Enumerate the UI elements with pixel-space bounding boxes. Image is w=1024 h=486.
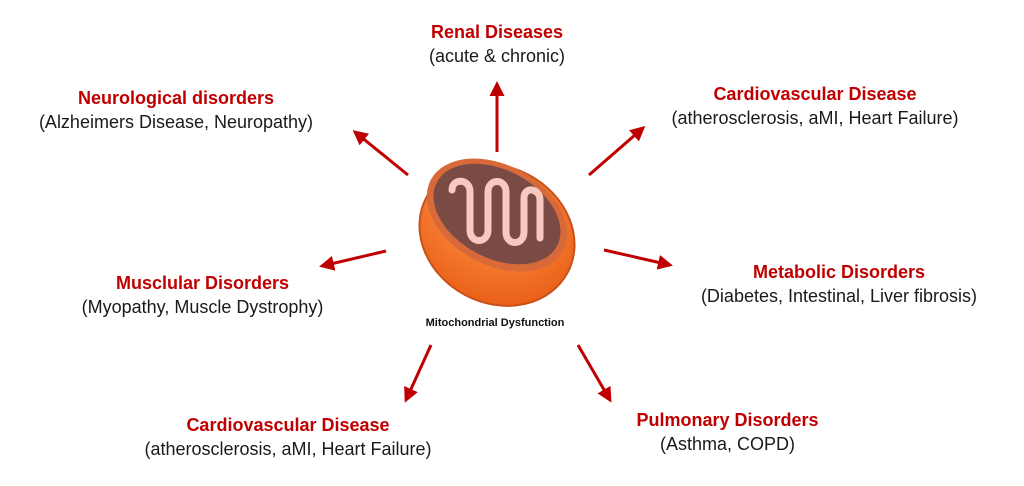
arrow-to-cardiovascular-bottom xyxy=(404,344,433,403)
node-subtitle: (acute & chronic) xyxy=(428,46,566,66)
node-subtitle: (Diabetes, Intestinal, Liver fibrosis) xyxy=(700,286,978,306)
cristae-icon xyxy=(448,177,544,246)
node-renal: Renal Diseases (acute & chronic) xyxy=(377,21,617,68)
arrow-to-neurological xyxy=(352,130,409,177)
center-label: Mitochondrial Dysfunction xyxy=(425,317,565,329)
node-subtitle: (atherosclerosis, aMI, Heart Failure) xyxy=(671,108,959,128)
node-title: Metabolic Disorders xyxy=(752,262,926,282)
arrow-to-cardiovascular-top xyxy=(588,126,646,177)
node-cardiovascular-bottom: Cardiovascular Disease (atherosclerosis,… xyxy=(113,414,463,461)
node-title: Cardiovascular Disease xyxy=(186,415,390,435)
node-subtitle: (Alzheimers Disease, Neuropathy) xyxy=(38,112,314,132)
node-title: Cardiovascular Disease xyxy=(713,84,917,104)
node-metabolic: Metabolic Disorders (Diabetes, Intestina… xyxy=(669,261,1009,308)
arrow-to-muscular xyxy=(319,249,387,271)
node-subtitle: (Myopathy, Muscle Dystrophy) xyxy=(81,297,324,317)
node-subtitle: (Asthma, COPD) xyxy=(659,434,796,454)
node-pulmonary: Pulmonary Disorders (Asthma, COPD) xyxy=(610,409,845,456)
node-title: Renal Diseases xyxy=(430,22,564,42)
node-muscular: Musclular Disorders (Myopathy, Muscle Dy… xyxy=(45,272,360,319)
node-title: Musclular Disorders xyxy=(115,273,290,293)
mitochondrion-icon xyxy=(418,158,576,307)
node-neurological: Neurological disorders (Alzheimers Disea… xyxy=(5,87,347,134)
node-title: Pulmonary Disorders xyxy=(636,410,819,430)
arrow-to-pulmonary xyxy=(576,344,612,403)
node-cardiovascular-top: Cardiovascular Disease (atherosclerosis,… xyxy=(640,83,990,130)
node-subtitle: (atherosclerosis, aMI, Heart Failure) xyxy=(144,439,432,459)
arrow-to-metabolic xyxy=(603,248,673,270)
node-title: Neurological disorders xyxy=(77,88,275,108)
